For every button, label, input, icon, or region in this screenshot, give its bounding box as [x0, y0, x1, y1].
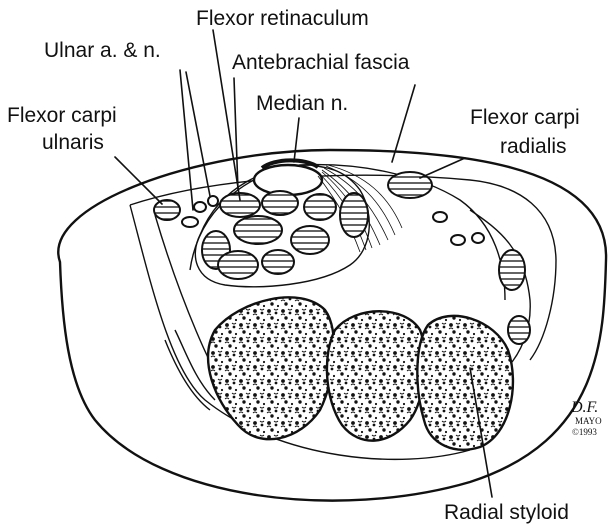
median-nerve: [254, 165, 322, 195]
carpal-bone-capitate: [327, 311, 425, 440]
leader-fascia-right: [392, 85, 415, 162]
label-ulnar-artery-nerve: Ulnar a. & n.: [44, 39, 161, 62]
radial-vessel: [451, 235, 465, 245]
signature-institution: MAYO: [575, 416, 602, 426]
signature-year: ©1993: [572, 427, 597, 437]
flexor-carpi-ulnaris-tendon: [154, 200, 180, 220]
label-median-nerve: Median n.: [256, 92, 348, 115]
label-radial-styloid: Radial styloid: [444, 501, 569, 524]
tendon: [304, 194, 336, 220]
radial-vessel: [433, 212, 447, 222]
ulnar-artery: [194, 202, 206, 212]
ulnar-vein: [208, 196, 218, 206]
signature-initials: D.F.: [570, 399, 598, 416]
tendon: [262, 250, 294, 274]
radial-vessel: [472, 233, 484, 243]
label-flexor-carpi-ulnaris-2: ulnaris: [42, 131, 104, 154]
label-flexor-retinaculum: Flexor retinaculum: [196, 7, 369, 30]
ulnar-nerve: [182, 217, 198, 227]
tendon: [218, 251, 258, 279]
carpal-bone-scaphoid: [417, 316, 513, 450]
label-flexor-carpi-ulnaris-1: Flexor carpi: [7, 104, 117, 127]
label-antebrachial-fascia: Antebrachial fascia: [232, 51, 410, 74]
tendon: [262, 191, 298, 215]
label-flexor-carpi-radialis-1: Flexor carpi: [470, 106, 580, 129]
lateral-tendon: [508, 316, 530, 344]
tendon: [291, 226, 329, 254]
tendon: [234, 216, 282, 244]
lateral-tendon: [499, 250, 525, 290]
tendon: [340, 193, 368, 237]
label-flexor-carpi-radialis-2: radialis: [500, 135, 567, 158]
